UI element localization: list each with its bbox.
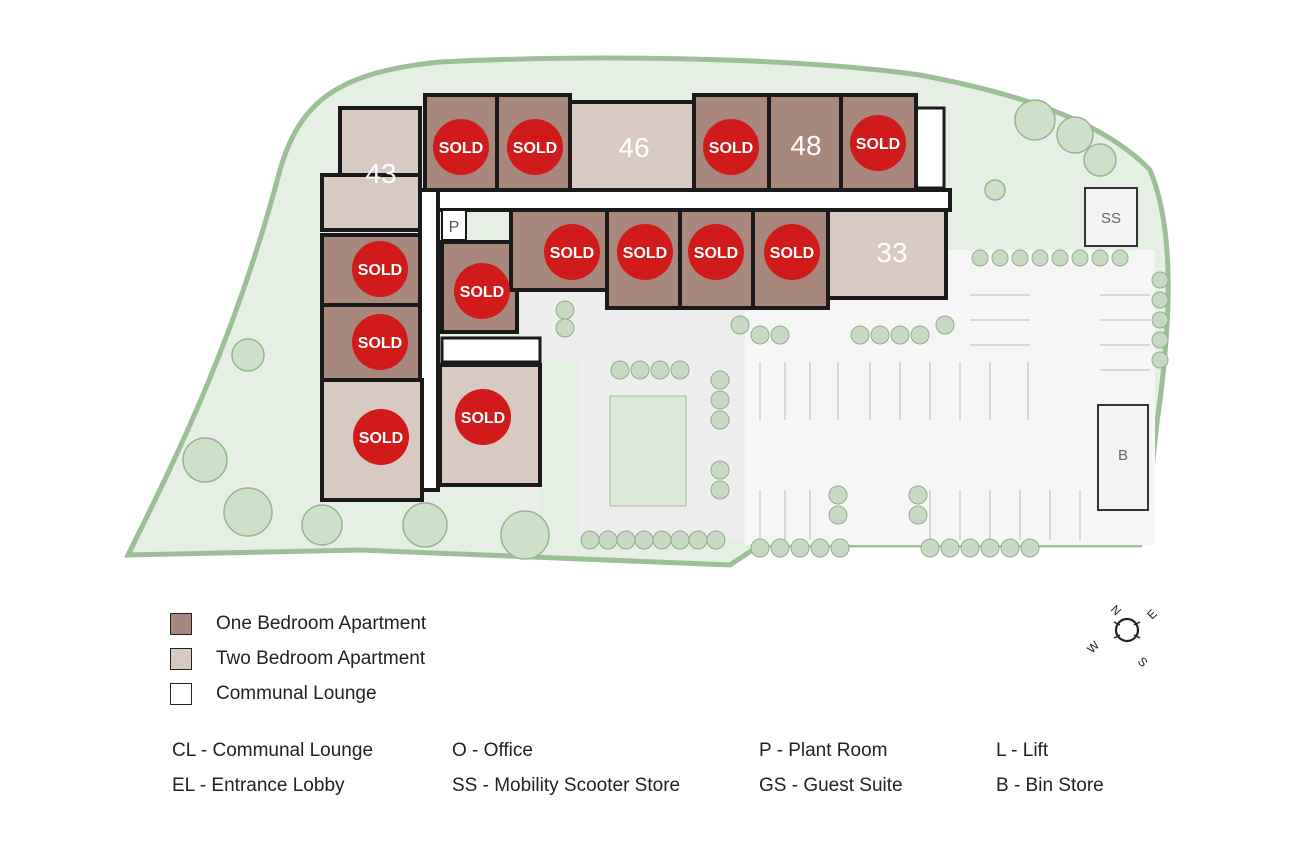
hedges — [555, 249, 1169, 558]
scooter-store — [1084, 187, 1138, 247]
compass-west: W — [1084, 638, 1102, 656]
sold-badge: SOLD — [353, 409, 409, 465]
sold-badge: SOLD — [688, 224, 744, 280]
key-cl: CL - Communal Lounge — [172, 740, 374, 761]
parking-bays — [759, 294, 1150, 540]
key-l: L - Lift — [996, 740, 1049, 761]
compass-north: N — [1108, 602, 1124, 618]
sold-badges: SOLD SOLD SOLD SOLD SOLD SOLD SOLD SOLD … — [352, 115, 906, 465]
key-b: B - Bin Store — [996, 775, 1104, 796]
sold-badge: SOLD — [455, 389, 511, 445]
key-gs: GS - Guest Suite — [759, 775, 903, 796]
svg-text:SOLD: SOLD — [358, 262, 402, 279]
plant-room-label: P — [449, 219, 460, 236]
legend-label: Communal Lounge — [216, 682, 377, 704]
legend-label: One Bedroom Apartment — [216, 612, 427, 634]
svg-text:SOLD: SOLD — [439, 140, 483, 157]
legend-item-two-bedroom: Two Bedroom Apartment — [170, 641, 426, 676]
stair-west — [440, 336, 542, 364]
svg-text:SOLD: SOLD — [709, 140, 753, 157]
key-el: EL - Entrance Lobby — [172, 775, 345, 796]
courtyard-bed — [540, 360, 578, 540]
legend-label: Two Bedroom Apartment — [216, 647, 426, 669]
compass-east: E — [1144, 607, 1160, 623]
svg-text:SOLD: SOLD — [623, 245, 667, 262]
svg-text:SOLD: SOLD — [359, 430, 403, 447]
svg-text:SOLD: SOLD — [856, 136, 900, 153]
stair-core — [914, 106, 946, 190]
trees — [182, 99, 1117, 560]
sold-badge: SOLD — [764, 224, 820, 280]
key-ss: SS - Mobility Scooter Store — [452, 775, 681, 796]
sold-badge: SOLD — [352, 241, 408, 297]
unit-number-48: 48 — [790, 130, 821, 161]
svg-text:SOLD: SOLD — [513, 140, 557, 157]
bin-store-label: B — [1118, 447, 1128, 464]
plant-room — [441, 209, 467, 241]
key-p: P - Plant Room — [759, 740, 888, 761]
compass-south: S — [1135, 654, 1151, 670]
key-o: O - Office — [452, 740, 533, 761]
communal-lounge-swatch — [170, 682, 192, 705]
sold-badge: SOLD — [544, 224, 600, 280]
apartment-48 — [767, 93, 843, 192]
unit-number-33: 33 — [876, 237, 907, 268]
sold-badge: SOLD — [433, 119, 489, 175]
apartment-33 — [826, 208, 948, 300]
bin-store — [1097, 404, 1149, 511]
facility-key: CL - Communal Lounge EL - Entrance Lobby… — [0, 736, 1298, 816]
site-plan: B SS P 43 46 48 33 SOLD — [123, 55, 1171, 568]
sold-badge: SOLD — [617, 224, 673, 280]
legend: One Bedroom Apartment Two Bedroom Apartm… — [170, 606, 426, 711]
sold-badge: SOLD — [454, 263, 510, 319]
compass-icon: N E W S — [1084, 602, 1160, 670]
sold-badge: SOLD — [703, 119, 759, 175]
unit-number-43: 43 — [365, 158, 396, 189]
svg-text:SOLD: SOLD — [461, 410, 505, 427]
unit-number-46: 46 — [618, 132, 649, 163]
car-park-upper — [970, 250, 1155, 360]
svg-text:SOLD: SOLD — [694, 245, 738, 262]
sold-badge: SOLD — [850, 115, 906, 171]
apartment-46 — [568, 100, 696, 192]
scooter-store-label: SS — [1101, 210, 1121, 227]
one-bedroom-swatch — [170, 612, 192, 635]
sold-badge: SOLD — [507, 119, 563, 175]
svg-text:SOLD: SOLD — [550, 245, 594, 262]
svg-text:SOLD: SOLD — [460, 284, 504, 301]
svg-text:SOLD: SOLD — [358, 335, 402, 352]
unit-numbers: 43 46 48 33 — [365, 130, 907, 268]
legend-item-communal-lounge: Communal Lounge — [170, 676, 426, 711]
sold-badge: SOLD — [352, 314, 408, 370]
svg-text:SOLD: SOLD — [770, 245, 814, 262]
two-bedroom-swatch — [170, 647, 192, 670]
apartment-43-ext — [320, 173, 422, 232]
courtyard-lawn — [609, 395, 687, 507]
legend-item-one-bedroom: One Bedroom Apartment — [170, 606, 426, 641]
